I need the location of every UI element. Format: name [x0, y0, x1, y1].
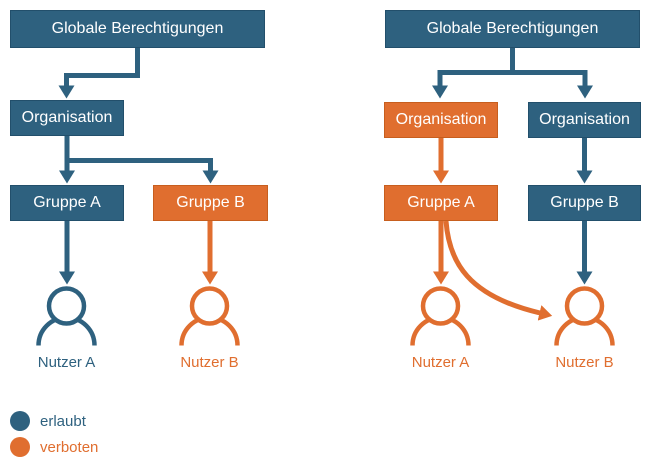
gruppe-b-box-left: Gruppe B — [153, 185, 268, 221]
legend-label-erlaubt: erlaubt — [40, 412, 86, 430]
arrow-left-organisation-to-gruppe-b — [64, 158, 219, 184]
organisation-box-right-right: Organisation — [528, 102, 641, 138]
arrow-curved-gruppe-a-to-nutzer-b — [443, 220, 553, 321]
global-permissions-box-left: Globale Berechtigungen — [10, 10, 265, 48]
nutzer-a-icon-right — [410, 286, 471, 346]
legend-label-verboten: verboten — [40, 438, 99, 456]
gruppe-b-box-right: Gruppe B — [528, 185, 641, 221]
nutzer-a-label-right: Nutzer A — [411, 354, 470, 371]
nutzer-b-icon-right — [554, 286, 615, 346]
gruppe-a-box-left: Gruppe A — [10, 185, 124, 221]
erlaubt-dot-icon — [10, 411, 30, 431]
nutzer-b-label-left: Nutzer B — [180, 354, 239, 371]
nutzer-a-label-left: Nutzer A — [37, 354, 96, 371]
global-permissions-box-right: Globale Berechtigungen — [385, 10, 640, 48]
nutzer-b-icon-left — [179, 286, 240, 346]
nutzer-b-label-right: Nutzer B — [555, 354, 614, 371]
nutzer-a-icon-left — [36, 286, 97, 346]
legend-item-erlaubt: erlaubt — [10, 410, 98, 432]
organisation-box-left: Organisation — [10, 100, 124, 136]
gruppe-a-box-right: Gruppe A — [384, 185, 498, 221]
legend-item-verboten: verboten — [10, 436, 98, 458]
arrow-left-root-to-organisation — [58, 46, 140, 99]
organisation-box-right-left: Organisation — [384, 102, 498, 138]
legend: erlaubt verboten — [10, 410, 98, 462]
verboten-dot-icon — [10, 437, 30, 457]
